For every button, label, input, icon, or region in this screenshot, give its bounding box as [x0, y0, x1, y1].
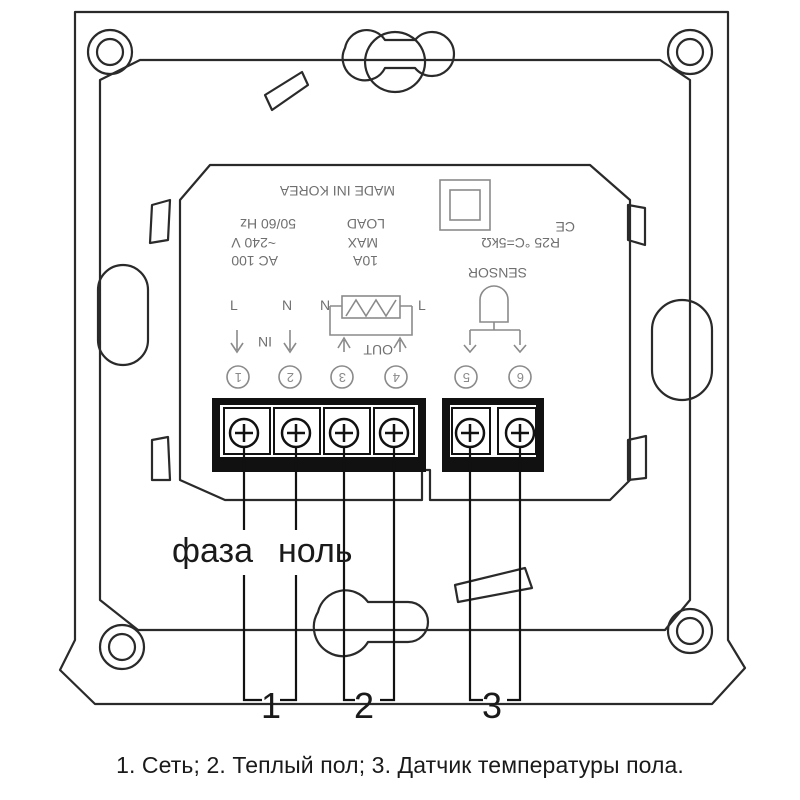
heater-symbol [329, 295, 413, 336]
terminal-letter-3: N [320, 297, 330, 313]
ce-mark: CE [556, 219, 575, 235]
terminal-number-3: 3 [339, 370, 346, 385]
slanted-tabs [148, 70, 648, 604]
out-label: OUT [363, 342, 393, 358]
terminal-number-6: 6 [517, 370, 524, 385]
terminal-number-4: 4 [393, 370, 400, 385]
wires [242, 447, 522, 702]
load-line-3: LOAD [347, 216, 385, 232]
terminal-letter-4: L [418, 297, 426, 313]
terminal-letter-2: N [282, 297, 292, 313]
sensor-rating: R25 °C=5kΩ [481, 235, 560, 251]
sensor-symbol [469, 285, 521, 345]
terminal-letter-1: L [230, 297, 238, 313]
corner-holes [86, 28, 714, 671]
voltage-line-2: ~240 V [231, 235, 276, 251]
made-in-label: MADE INI KOREA [279, 183, 395, 199]
neutral-label: ноль [278, 532, 353, 570]
frame-inner-edge [98, 58, 692, 632]
phase-label: фаза [172, 532, 253, 570]
group-number-2: 2 [354, 685, 374, 726]
terminal-arrows [230, 330, 527, 354]
module-body [178, 163, 632, 502]
certification-marks: CE [439, 179, 575, 235]
group-number-1: 1 [261, 685, 281, 726]
keyhole-slots [96, 28, 714, 658]
terminal-screws [228, 417, 536, 449]
sensor-label: SENSOR [468, 265, 527, 281]
load-line-2: MAX [347, 235, 378, 251]
mounting-frame [58, 10, 747, 706]
terminal-number-5: 5 [463, 370, 470, 385]
terminal-number-1: 1 [235, 370, 242, 385]
voltage-line-3: 50/60 Hz [240, 216, 296, 232]
group-number-3: 3 [482, 685, 502, 726]
load-line-1: 10A [352, 253, 378, 269]
voltage-line-1: AC 100 [231, 253, 278, 269]
terminal-numbers: 1 2 3 4 5 6 [226, 365, 532, 389]
in-label: IN [258, 334, 272, 350]
terminal-number-2: 2 [287, 370, 294, 385]
diagram-caption: 1. Сеть; 2. Теплый пол; 3. Датчик темпер… [116, 752, 684, 778]
